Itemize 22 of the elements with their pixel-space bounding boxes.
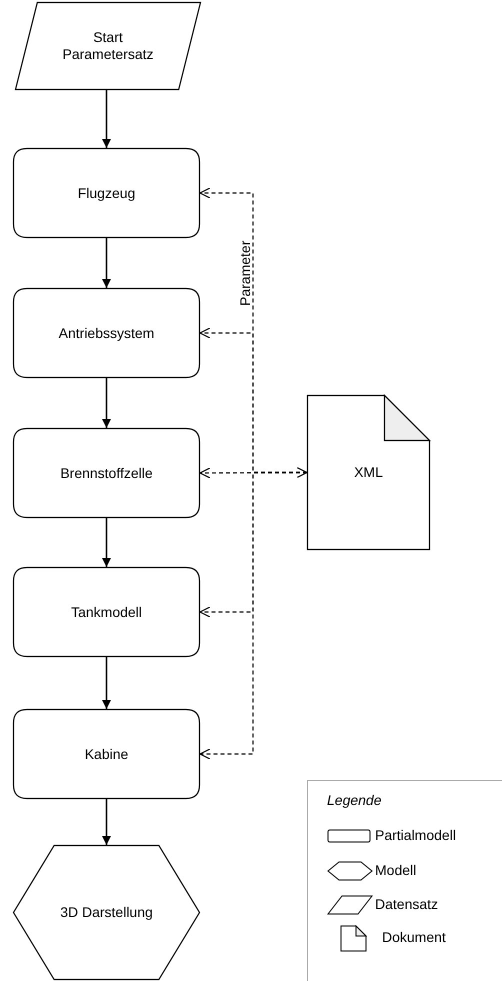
arrow [102, 378, 111, 428]
node-label: Start Parametersatz [62, 29, 154, 63]
node-label: Flugzeug [78, 184, 136, 202]
legend-title: Legende [327, 792, 382, 808]
node-label: Brennstoffzelle [60, 464, 153, 482]
node-label: Kabine [84, 746, 128, 762]
dashed-arrow [199, 472, 307, 760]
arrow [102, 799, 111, 845]
legend-label: Dokument [382, 929, 446, 945]
arrow [102, 657, 111, 709]
node-label: XML [354, 464, 383, 481]
side-label: Parameter [237, 240, 253, 306]
node-label: 3D Darstellung [60, 904, 153, 921]
node-label: Tankmodell [71, 604, 142, 620]
arrow [102, 238, 111, 288]
legend-label: Modell [375, 862, 416, 878]
legend-label: Partialmodell [375, 827, 456, 843]
arrow [102, 518, 111, 567]
arrow [102, 90, 111, 148]
legend-label: Datensatz [375, 896, 438, 912]
node-label: Antriebssystem [58, 324, 154, 342]
dashed-arrow [199, 466, 308, 479]
